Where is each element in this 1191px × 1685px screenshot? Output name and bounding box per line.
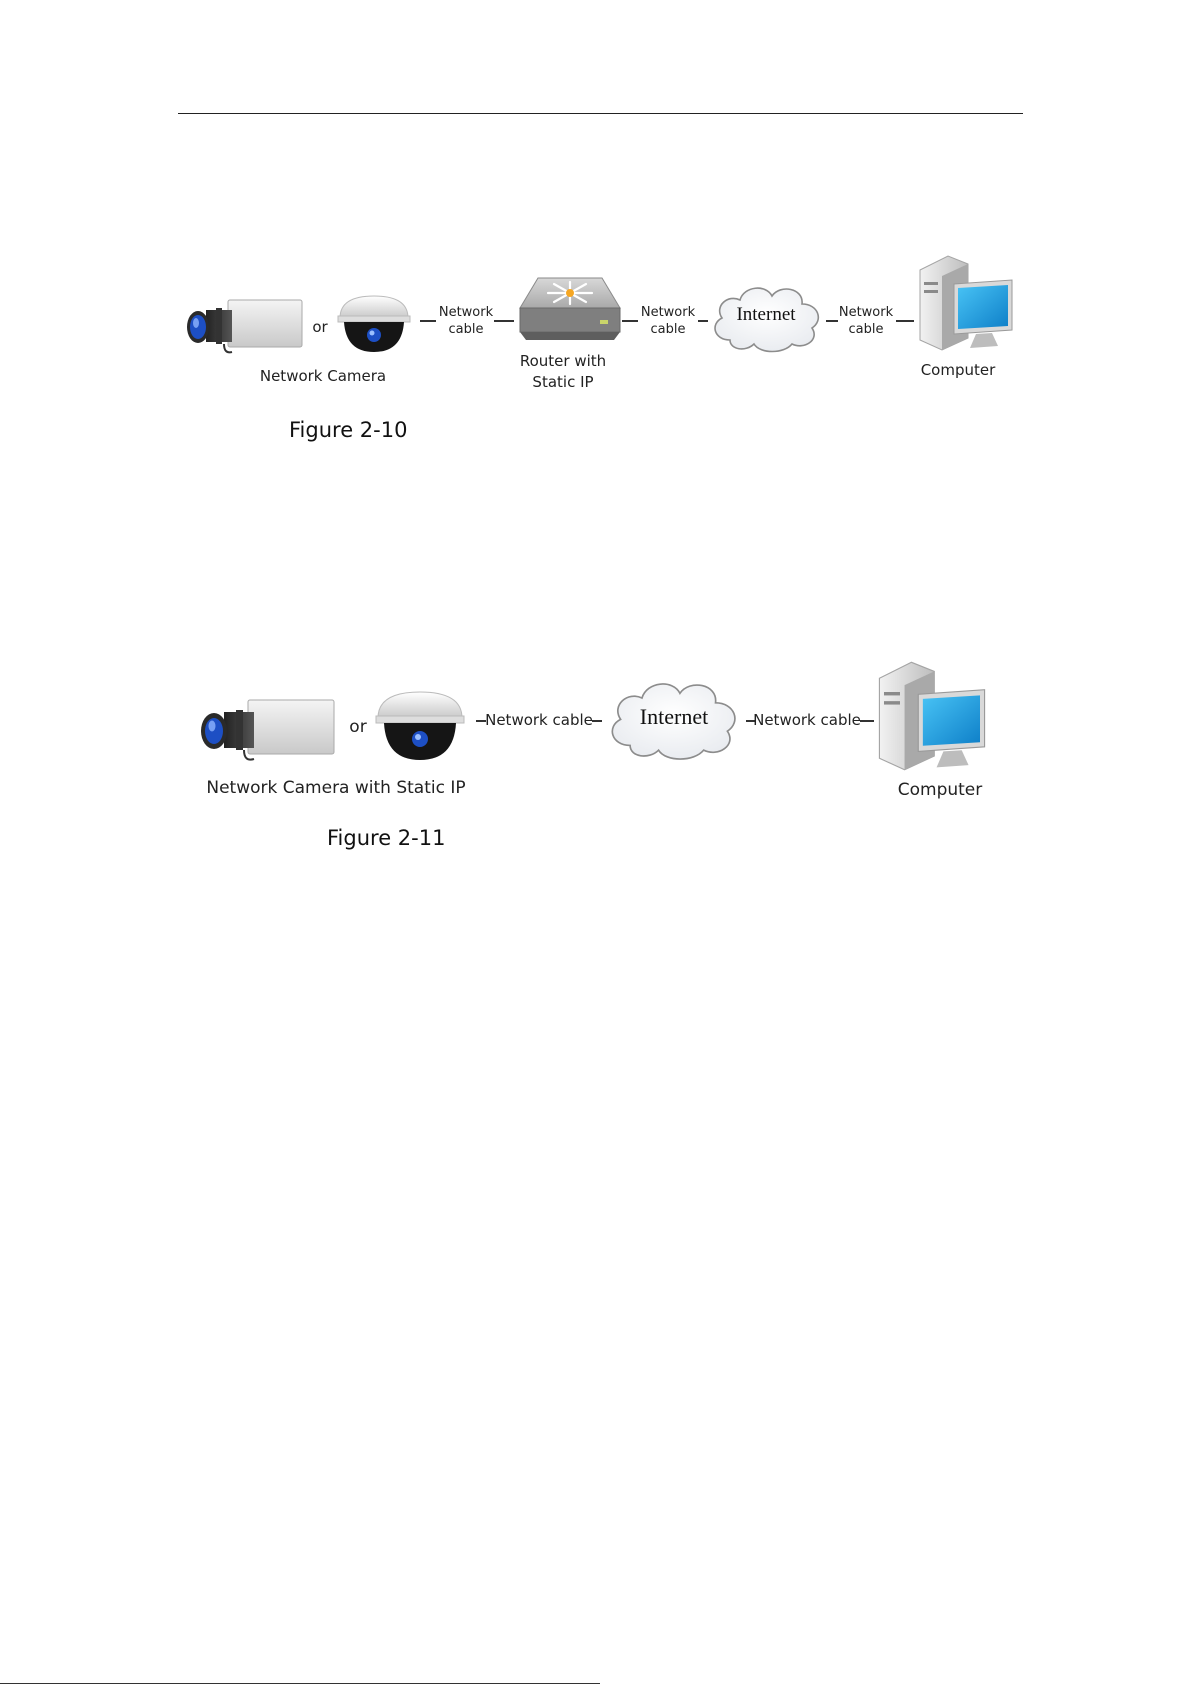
header-rule bbox=[178, 113, 1023, 114]
or-label: or bbox=[340, 717, 376, 737]
figure-caption: Figure 2-10 bbox=[289, 418, 407, 442]
camera-label: Network Camera bbox=[258, 367, 388, 385]
computer-icon bbox=[918, 254, 1014, 352]
figure-2-10: or Network Camera Network cable bbox=[0, 240, 1191, 410]
cable-label-line1: Network bbox=[434, 304, 498, 321]
box-camera-icon bbox=[186, 296, 304, 358]
or-label: or bbox=[302, 318, 338, 336]
computer-icon bbox=[876, 660, 988, 772]
cable-line bbox=[896, 320, 914, 322]
cable-label-line2: cable bbox=[434, 321, 498, 338]
router-label-line1: Router with bbox=[510, 352, 616, 370]
cable-label-line1: Network bbox=[834, 304, 898, 321]
cable-label: Network cable bbox=[484, 711, 594, 729]
figure-caption: Figure 2-11 bbox=[327, 826, 445, 850]
box-camera-icon bbox=[200, 696, 336, 768]
router-label-line2: Static IP bbox=[510, 373, 616, 391]
cable-line bbox=[860, 720, 874, 722]
cable-label-line2: cable bbox=[834, 321, 898, 338]
camera-label: Network Camera with Static IP bbox=[196, 778, 476, 798]
cable-line bbox=[494, 320, 514, 322]
dome-camera-icon bbox=[334, 292, 414, 356]
cable-label-line2: cable bbox=[636, 321, 700, 338]
dome-camera-icon bbox=[372, 688, 468, 764]
internet-label: Internet bbox=[716, 304, 816, 326]
cable-label-line1: Network bbox=[636, 304, 700, 321]
cable-label: Network cable bbox=[752, 711, 862, 729]
cable-line bbox=[592, 720, 602, 722]
internet-label: Internet bbox=[614, 704, 734, 730]
figure-2-11: or Network Camera with Static IP Network… bbox=[0, 660, 1191, 840]
cable-line bbox=[698, 320, 708, 322]
computer-label: Computer bbox=[880, 780, 1000, 800]
router-icon bbox=[518, 276, 622, 342]
footer-rule bbox=[0, 1683, 600, 1684]
computer-label: Computer bbox=[906, 361, 1010, 379]
